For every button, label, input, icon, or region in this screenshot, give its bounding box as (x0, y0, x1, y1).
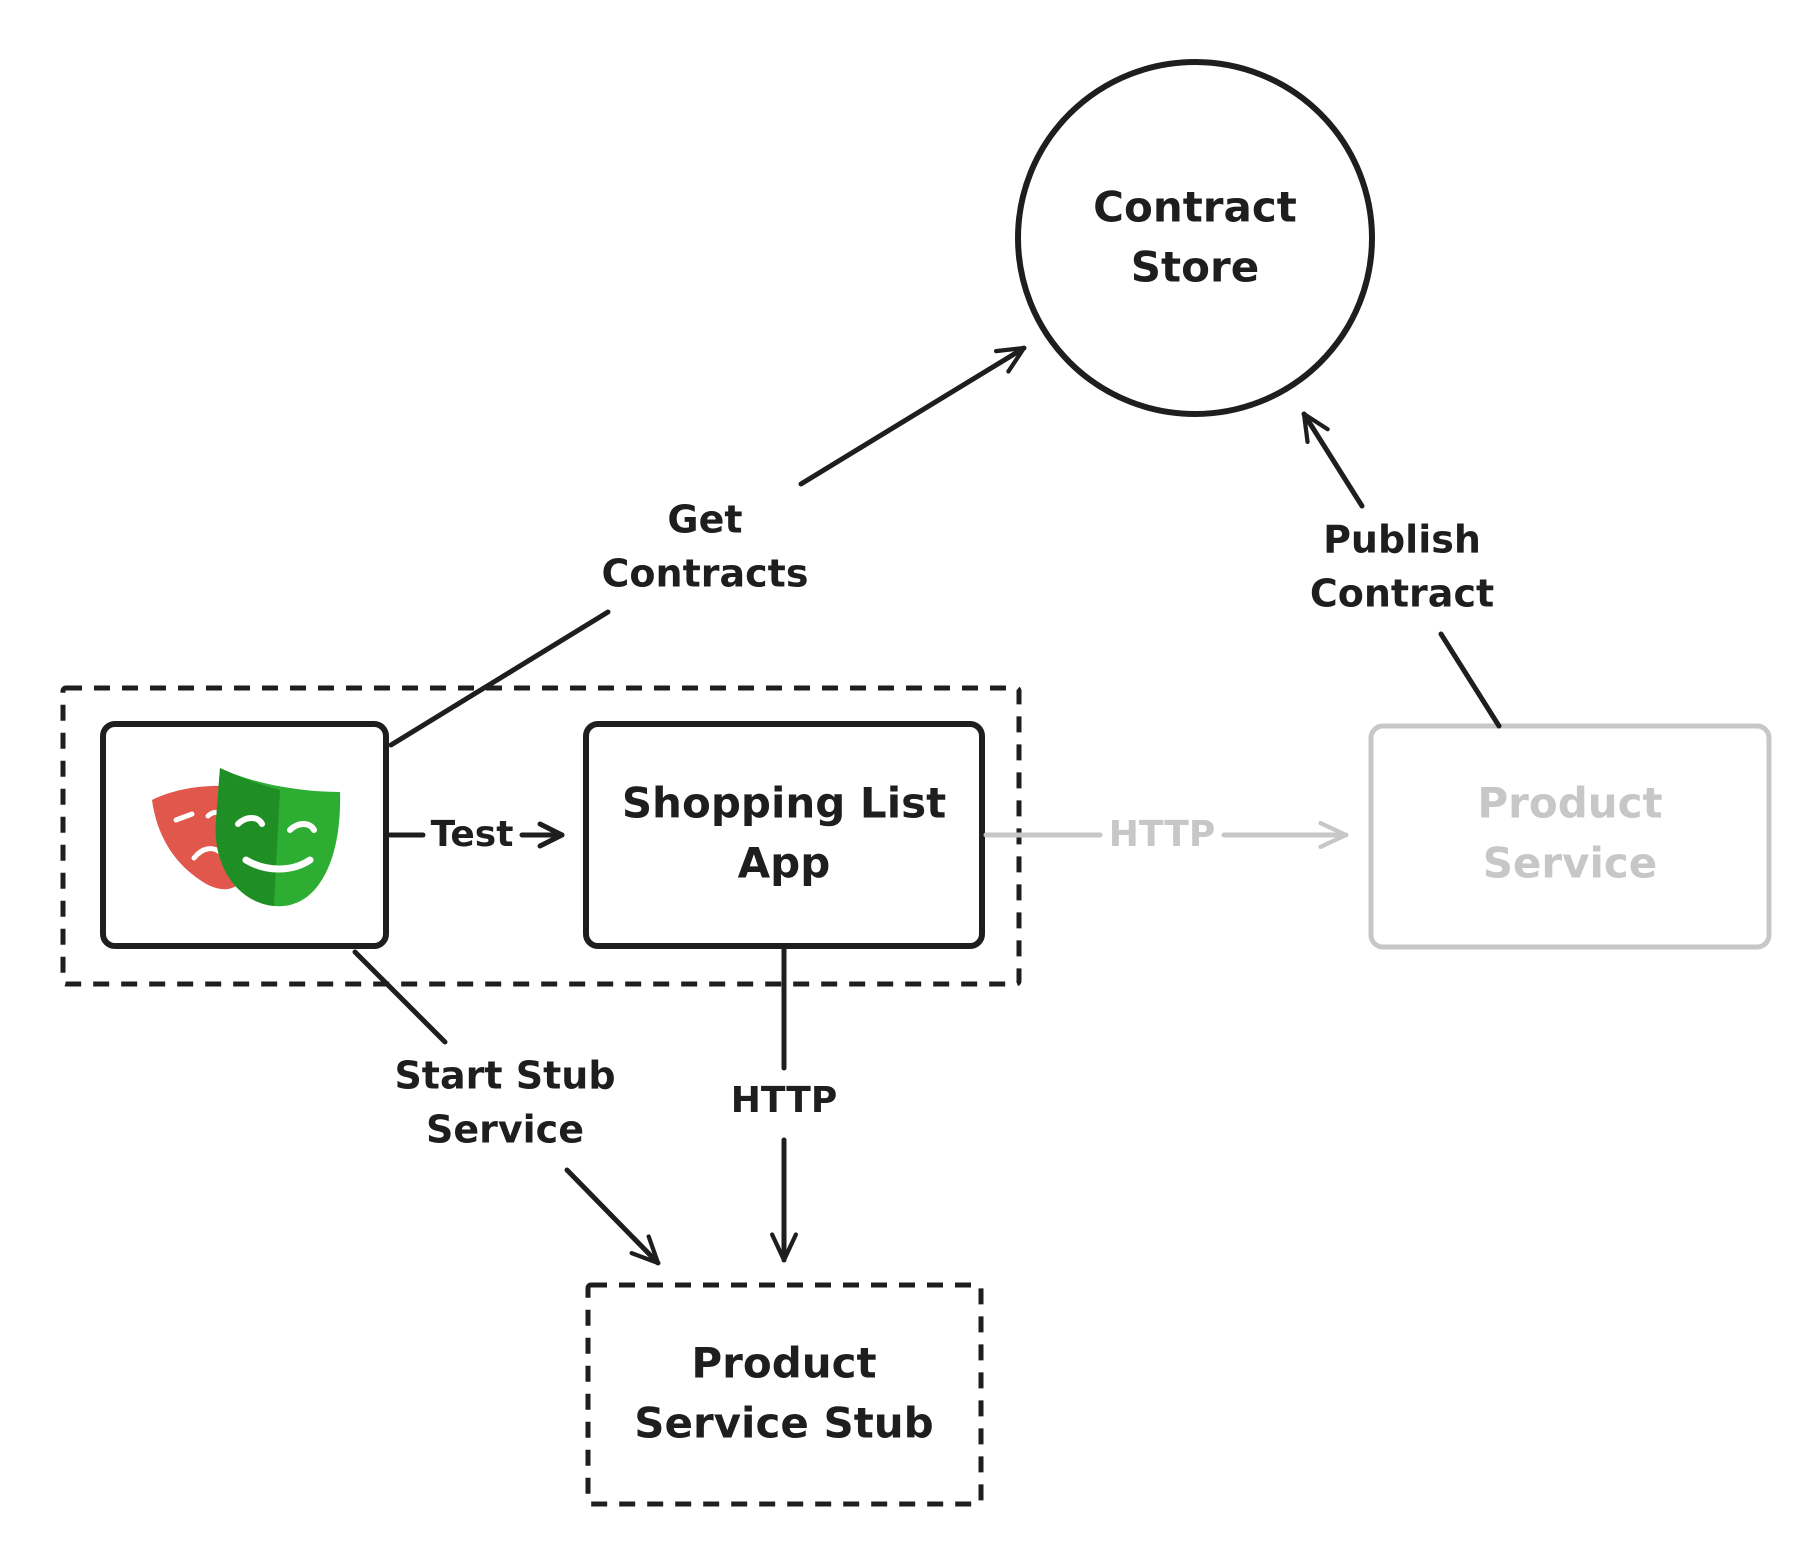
publish-contract-label-line2: Contract (1310, 572, 1494, 616)
test-label: Test (431, 814, 514, 855)
product-service-stub-node: Product Service Stub (585, 1282, 984, 1507)
start-stub-label-line2: Service (426, 1108, 584, 1152)
start-stub-line-upper (352, 949, 448, 1045)
contract-store-label-line1: Contract (1093, 183, 1297, 232)
edge-publish-contract: Publish Contract (1301, 411, 1502, 729)
shopping-list-app-label-line2: App (738, 839, 831, 888)
get-contracts-line-upper (798, 345, 1027, 487)
product-service-stub-label-line2: Service Stub (634, 1399, 934, 1448)
edge-http-stub: HTTP (731, 945, 837, 1263)
edge-start-stub-service: Start Stub Service (352, 949, 661, 1266)
contract-store-node: Contract Store (1015, 59, 1375, 417)
publish-contract-line-lower (1438, 631, 1502, 729)
product-service-stub-label-line1: Product (691, 1339, 876, 1388)
edge-http-product-service: HTTP (983, 814, 1349, 855)
shopping-list-app-node: Shopping List App (583, 721, 985, 949)
test-arrowhead (537, 821, 565, 849)
start-stub-line-lower (564, 1167, 661, 1266)
playwright-node (100, 721, 389, 949)
publish-contract-label-line1: Publish (1323, 518, 1481, 562)
start-stub-label-line1: Start Stub (394, 1054, 615, 1098)
edge-test: Test (387, 814, 565, 855)
product-service-label-line2: Service (1483, 839, 1658, 888)
http-stub-label: HTTP (731, 1080, 837, 1121)
playwright-masks-icon (152, 768, 341, 907)
product-service-node: Product Service (1368, 723, 1772, 950)
product-service-label-line1: Product (1477, 779, 1662, 828)
get-contracts-label-line1: Get (667, 498, 742, 542)
shopping-list-app-label-line1: Shopping List (622, 779, 946, 828)
http-faded-label: HTTP (1109, 814, 1215, 855)
get-contracts-label-line2: Contracts (602, 552, 809, 596)
get-contracts-line-lower (388, 609, 611, 748)
contract-store-label-line2: Store (1131, 243, 1259, 292)
edge-get-contracts: Get Contracts (388, 345, 1027, 748)
publish-contract-line-upper (1301, 411, 1365, 509)
